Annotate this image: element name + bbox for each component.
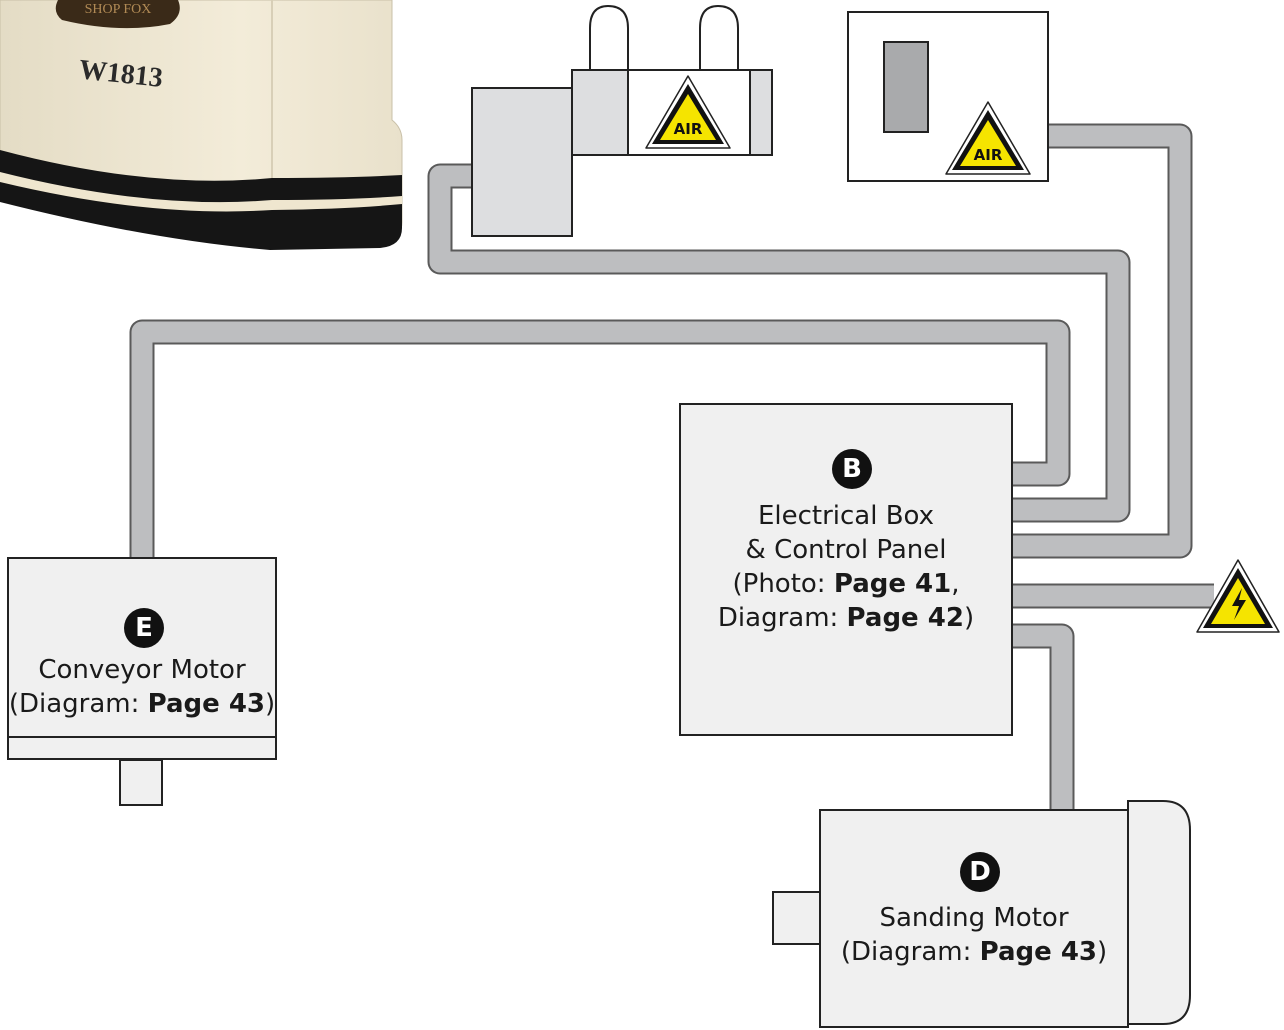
- conveyor-diagram-page-link[interactable]: Page 43: [148, 689, 265, 719]
- photo-page-link[interactable]: Page 41: [834, 569, 951, 599]
- badge-d: D: [960, 852, 1000, 892]
- badge-e: E: [124, 608, 164, 648]
- sanding-motor-label: Sanding Motor (Diagram: Page 43): [820, 901, 1128, 969]
- conveyor-motor-title: Conveyor Motor: [8, 653, 276, 687]
- conveyor-motor-label: Conveyor Motor (Diagram: Page 43): [8, 653, 276, 721]
- sanding-motor-title: Sanding Motor: [820, 901, 1128, 935]
- electrical-box-photo-ref: (Photo: Page 41,: [680, 567, 1012, 601]
- air-label-valve: AIR: [674, 120, 703, 138]
- badge-b: B: [832, 449, 872, 489]
- electrical-box-diagram-ref: Diagram: Page 42): [680, 601, 1012, 635]
- diagram-page-42-link[interactable]: Page 42: [847, 603, 964, 633]
- electrical-box-label: Electrical Box & Control Panel (Photo: P…: [680, 499, 1012, 635]
- brand-logo-text: SHOP FOX: [85, 2, 152, 17]
- electrical-box-subtitle: & Control Panel: [680, 533, 1012, 567]
- machine-photo: SHOP FOX W1813: [0, 0, 402, 250]
- sanding-diagram-page-link[interactable]: Page 43: [980, 937, 1097, 967]
- electrical-box-title: Electrical Box: [680, 499, 1012, 533]
- conveyor-motor-diagram-ref: (Diagram: Page 43): [8, 687, 276, 721]
- sanding-motor-diagram-ref: (Diagram: Page 43): [820, 935, 1128, 969]
- air-label-switch: AIR: [974, 146, 1003, 164]
- air-valve-assembly: [472, 6, 772, 236]
